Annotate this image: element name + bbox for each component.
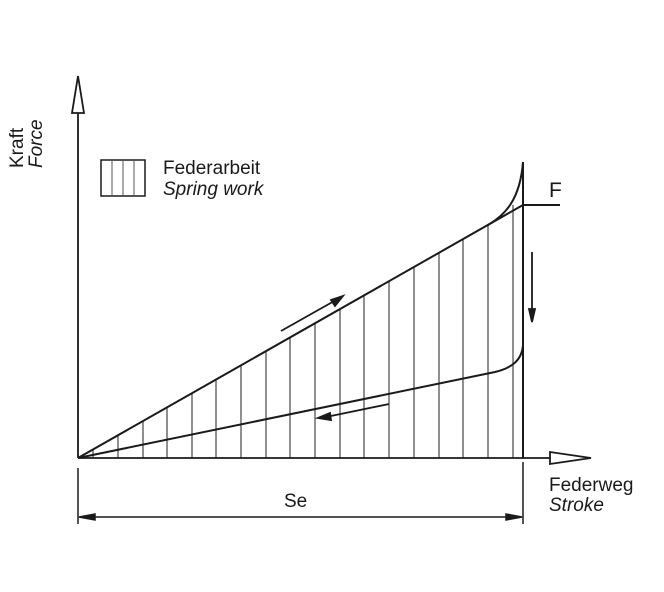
- unloading-line: [77, 344, 524, 459]
- x-axis-label-en: Stroke: [549, 495, 604, 516]
- dimension-label: Se: [284, 491, 308, 512]
- legend-symbol: [100, 159, 146, 197]
- progressive-branch: [487, 161, 524, 226]
- x-axis-label-de: Federweg: [549, 475, 634, 496]
- y-axis-label-de: Kraft: [7, 127, 28, 168]
- direction-arrows: [280, 252, 537, 422]
- loading-line: [77, 204, 524, 459]
- legend-label-de: Federarbeit: [163, 158, 261, 179]
- y-axis-label-en: Force: [26, 119, 47, 168]
- x-axis: [78, 450, 592, 466]
- y-axis: [70, 75, 86, 458]
- legend-label-en: Spring work: [163, 179, 264, 200]
- y-axis-label: Kraft Force: [7, 119, 47, 168]
- hatch-lines: [92, 205, 514, 458]
- curves: [77, 161, 560, 459]
- dimension-line: [77, 462, 524, 524]
- force-marker-label: F: [549, 179, 562, 202]
